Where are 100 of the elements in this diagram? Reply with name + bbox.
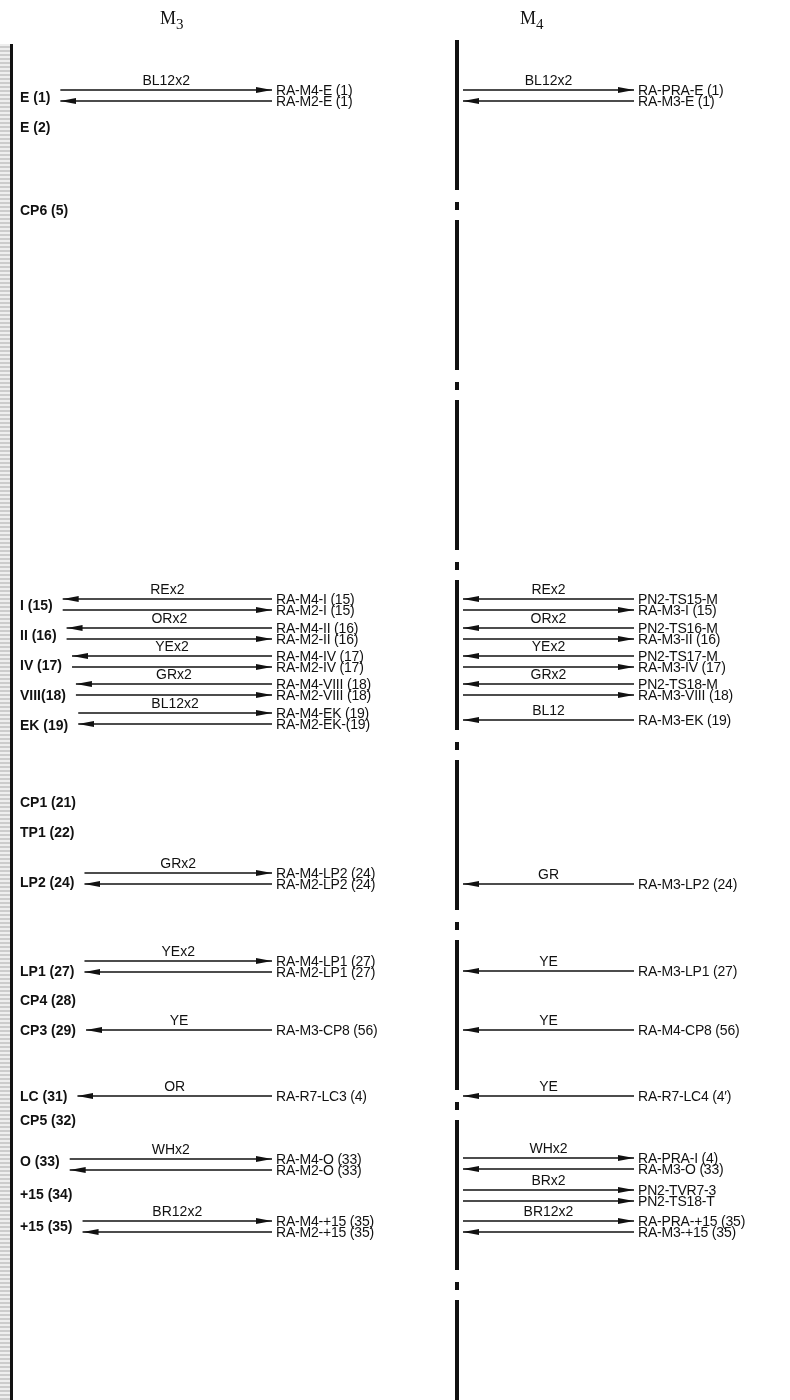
wire-arrow: [462, 625, 635, 631]
wire-arrow: [71, 653, 273, 659]
destination-label: PN2-TS18-T: [638, 1195, 715, 1207]
destination-label: RA-M4-E (1): [276, 84, 353, 96]
wire-arrow: [462, 1027, 635, 1033]
destination-label: RA-M4-LP1 (27): [276, 955, 376, 967]
wire-label: OR: [162, 1080, 188, 1093]
wire-label: BRx2: [529, 1174, 568, 1187]
wire-arrow: [462, 596, 635, 602]
wire-arrow: [83, 958, 273, 964]
wire-arrow: [77, 710, 273, 716]
wire-label: ORx2: [528, 612, 569, 625]
wire-arrow: [462, 1093, 635, 1099]
destination-label: RA-M3-IV (17): [638, 661, 726, 673]
destination-label: RA-R7-LC4 (4′): [638, 1090, 732, 1102]
pin-label: CP5 (32): [20, 1112, 77, 1128]
wire-label: YEx2: [529, 640, 568, 653]
destination-label: PN2-TS15-M: [638, 593, 718, 605]
destination-label: RA-M4-O (33): [276, 1153, 362, 1165]
wire-label: BL12: [530, 704, 567, 717]
wire-arrow: [59, 87, 273, 93]
column-heading: M$_{3}$: [160, 8, 184, 33]
pin-label: IV (17): [20, 657, 62, 673]
pin-label: +15 (34): [20, 1186, 73, 1202]
pin-label: LP1 (27): [20, 963, 75, 979]
pin-label: E (2): [20, 119, 51, 135]
destination-label: RA-M3-II (16): [638, 633, 721, 645]
wire-arrow: [75, 692, 273, 698]
pin-label: LC (31): [20, 1088, 68, 1104]
pin-label: LP2 (24): [20, 874, 75, 890]
pin-label: II (16): [20, 627, 57, 643]
wire-arrow: [462, 1187, 635, 1193]
wire-arrow: [65, 636, 273, 642]
wire-arrow: [85, 1027, 273, 1033]
wire-label: YE: [167, 1014, 191, 1027]
wire-label: BL12x2: [140, 74, 192, 87]
destination-label: RA-M3-CP8 (56): [276, 1024, 378, 1036]
pin-label: TP1 (22): [20, 824, 75, 840]
pin-label: EK (19): [20, 717, 69, 733]
pin-label: CP6 (5): [20, 202, 69, 218]
pin-label: +15 (35): [20, 1218, 73, 1234]
destination-label: RA-M4-CP8 (56): [638, 1024, 740, 1036]
column-heading: M$_{4}$: [520, 8, 544, 33]
wire-label: ORx2: [149, 612, 190, 625]
destination-label: RA-M4-II (16): [276, 622, 359, 634]
destination-label: RA-M3-I (15): [638, 604, 717, 616]
wire-arrow: [462, 1166, 635, 1172]
wire-arrow: [462, 881, 635, 887]
destination-label: RA-M3-LP1 (27): [638, 965, 738, 977]
wire-label: YEx2: [159, 945, 197, 958]
wire-label: GRx2: [528, 668, 569, 681]
wire-label: GR: [536, 868, 561, 881]
wire-arrow: [77, 721, 273, 727]
destination-label: RA-M4-+15 (35): [276, 1215, 374, 1227]
wire-arrow: [462, 717, 635, 723]
wire-arrow: [68, 1167, 273, 1173]
wire-arrow: [71, 664, 273, 670]
wire-arrow: [462, 98, 635, 104]
pin-label: I (15): [20, 597, 53, 613]
pin-label: CP3 (29): [20, 1022, 77, 1038]
pin-label: CP4 (28): [20, 992, 77, 1008]
wire-label: BR12x2: [521, 1205, 576, 1218]
wire-arrow: [462, 1218, 635, 1224]
wire-label: YE: [537, 1080, 560, 1093]
destination-label: RA-PRA-I (4): [638, 1152, 719, 1164]
wire-label: BL12x2: [522, 74, 575, 87]
pin-label: O (33): [20, 1153, 60, 1169]
destination-label: PN2-TS18-M: [638, 678, 718, 690]
wire-arrow: [462, 664, 635, 670]
destination-label: RA-M4-VIII (18): [276, 678, 371, 690]
destination-label: RA-M4-LP2 (24): [276, 867, 376, 879]
wire-label: WHx2: [527, 1142, 570, 1155]
destination-label: RA-M4-IV (17): [276, 650, 364, 662]
pin-label: CP1 (21): [20, 794, 77, 810]
wire-arrow: [462, 681, 635, 687]
wire-label: REx2: [148, 583, 187, 596]
wire-arrow: [462, 1229, 635, 1235]
wire-arrow: [462, 968, 635, 974]
wire-arrow: [462, 87, 635, 93]
wire-arrow: [462, 653, 635, 659]
wire-label: GRx2: [158, 857, 199, 870]
wire-arrow: [65, 625, 273, 631]
wire-arrow: [61, 607, 273, 613]
wire-label: WHx2: [149, 1143, 192, 1156]
wire-label: GRx2: [154, 668, 194, 681]
wire-arrow: [59, 98, 273, 104]
destination-label: RA-M3-VIII (18): [638, 689, 733, 701]
wire-label: YE: [537, 1014, 560, 1027]
destination-label: PN2-TS17-M: [638, 650, 718, 662]
wire-arrow: [68, 1156, 273, 1162]
pin-label: E (1): [20, 89, 51, 105]
destination-label: RA-M4-I (15): [276, 593, 355, 605]
wire-arrow: [462, 607, 635, 613]
destination-label: RA-M4-EK (19): [276, 707, 370, 719]
wire-arrow: [75, 681, 273, 687]
wire-label: YEx2: [153, 640, 191, 653]
wire-arrow: [61, 596, 273, 602]
wire-arrow: [462, 1198, 635, 1204]
destination-label: RA-M3-EK (19): [638, 714, 732, 726]
destination-label: PN2-TVR7-3: [638, 1184, 717, 1196]
